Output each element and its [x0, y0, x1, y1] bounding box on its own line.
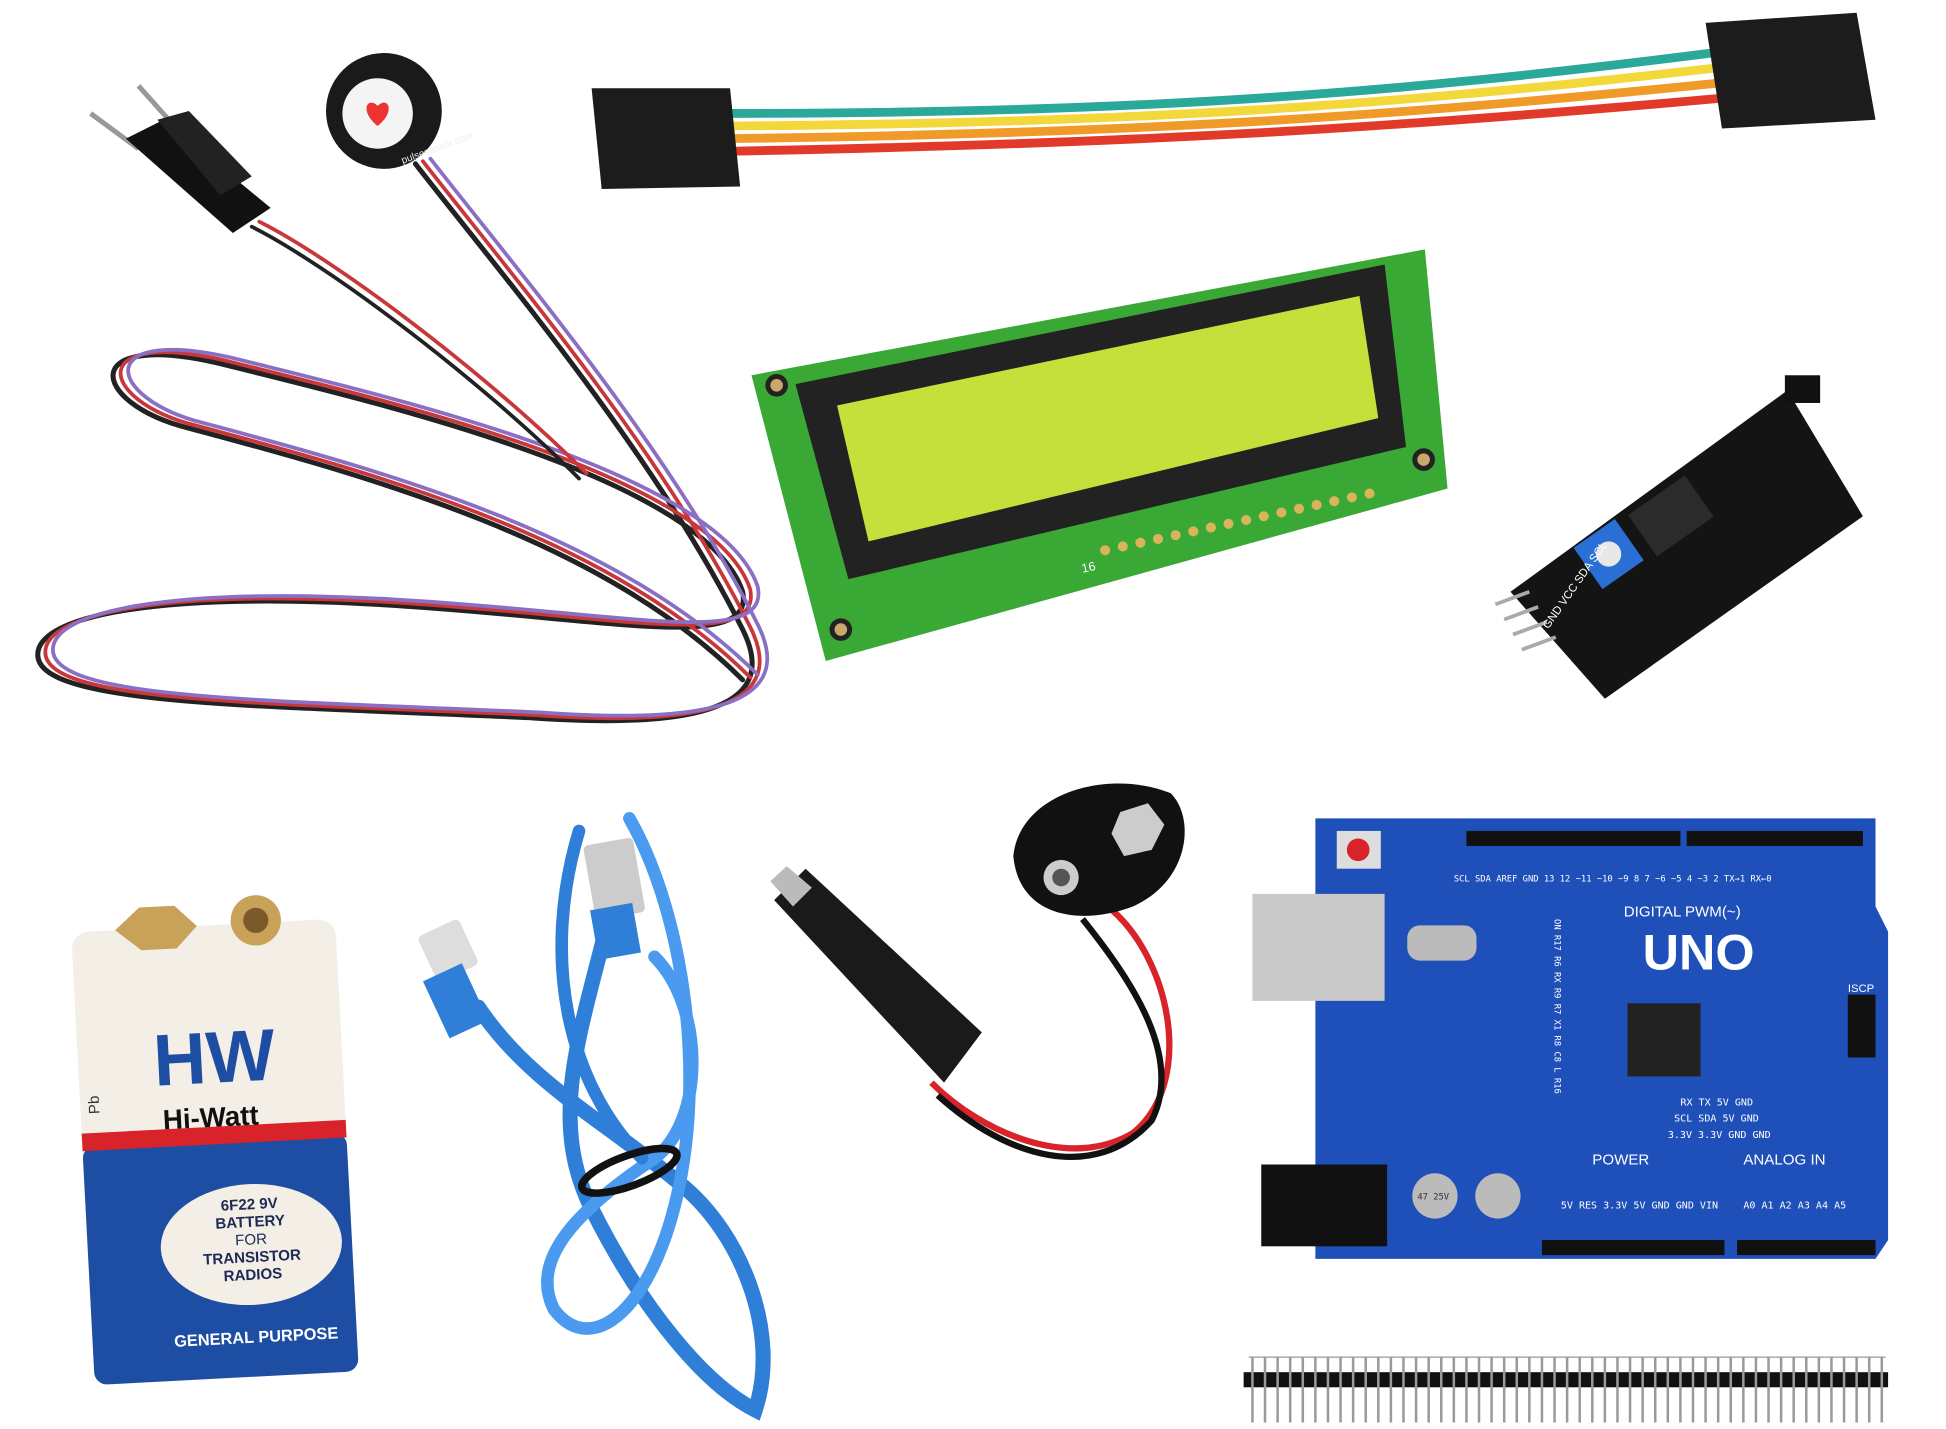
arduino-uno-board: UNO DIGITAL PWM(~) POWER ANALOG IN ISCP … — [1252, 818, 1889, 1259]
power-jack — [1261, 1164, 1388, 1247]
i2c-lcd-adapter: GND VCC SDA SCL — [1494, 375, 1863, 699]
battery-model-4: TRANSISTOR — [203, 1247, 302, 1269]
side-labels: ON R17 R6 RX R9 R7 X1 R8 C8 L R16 — [1552, 919, 1562, 1094]
jumper-pin-connectors — [89, 84, 271, 234]
pulse-sensor: pulsesensor.com — [35, 53, 770, 724]
capacitor-label: 47 25V — [1417, 1193, 1449, 1203]
male-pin-header-strip — [1243, 1356, 1889, 1423]
lcd-16x2-display: 16 — [751, 249, 1448, 662]
ribbon-jumper-cable — [591, 12, 1876, 189]
microcontroller-chip — [1627, 1003, 1701, 1077]
header-labels-3: 3.3V 3.3V GND GND — [1668, 1130, 1771, 1141]
9v-battery: HW Hi-Watt Pb 6F22 9V BATTERY FOR TRANSI… — [72, 895, 359, 1385]
dc-barrel-jack — [774, 868, 982, 1083]
battery-model-1: 6F22 9V — [220, 1195, 278, 1215]
header-labels-1: RX TX 5V GND — [1680, 1097, 1753, 1108]
digital-label: DIGITAL PWM(~) — [1624, 904, 1741, 921]
icsp-label: ISCP — [1848, 983, 1874, 995]
battery-terminal-hex — [115, 905, 197, 951]
ribbon-connector-right — [1705, 12, 1876, 129]
board-title: UNO — [1643, 923, 1755, 980]
cable-tie — [577, 1144, 681, 1197]
battery-pb-symbol: Pb — [86, 1095, 104, 1114]
sensor-wire-loops — [35, 156, 770, 724]
battery-brand: Hi-Watt — [162, 1099, 259, 1135]
power-pin-labels: 5V RES 3.3V 5V GND GND VIN — [1561, 1201, 1718, 1212]
usb-cable — [418, 812, 771, 1421]
battery-clip-dc-jack — [770, 783, 1185, 1161]
ribbon-connector-left — [591, 88, 741, 189]
digital-pin-labels: SCL SDA AREF GND 13 12 ~11 ~10 ~9 8 7 ~6… — [1454, 874, 1772, 884]
analog-pin-labels: A0 A1 A2 A3 A4 A5 — [1743, 1201, 1846, 1212]
battery-model-3: FOR — [235, 1231, 268, 1250]
battery-model-5: RADIOS — [223, 1265, 283, 1285]
lcd-pin-pads — [1100, 488, 1375, 556]
lcd-pin-label: 16 — [1080, 559, 1097, 576]
header-labels-2: SCL SDA 5V GND — [1674, 1114, 1759, 1125]
battery-model-2: BATTERY — [215, 1212, 285, 1233]
usb-b-port — [1252, 893, 1385, 1001]
power-label: POWER — [1592, 1151, 1649, 1168]
analog-label: ANALOG IN — [1743, 1151, 1825, 1168]
battery-logo: HW — [151, 1014, 277, 1101]
usb-a-plug — [583, 838, 645, 920]
